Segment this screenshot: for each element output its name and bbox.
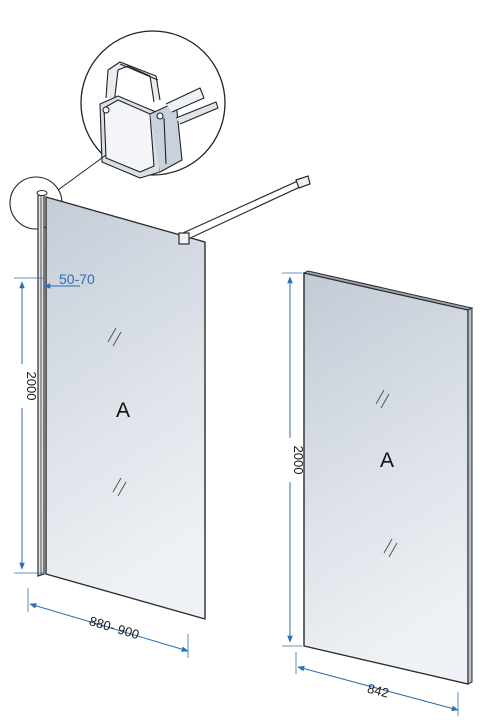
panel-right-label: A [380,449,394,472]
bar-clamp [178,232,190,245]
left-glass [45,196,206,620]
callout-leader-line [57,154,107,191]
right-width-dimension: 842 [295,652,459,716]
right-width-label: 842 [366,681,391,701]
left-width-label: 880- 900 [88,613,141,642]
right-glass-reflection-bottom [383,538,398,558]
left-height-label: 2000 [24,372,39,401]
left-glass-reflection-top [107,327,122,347]
profile-section [99,61,219,179]
right-glass [303,272,469,685]
profile-top-cap [36,190,48,196]
left-glass-reflection-bottom [112,477,127,497]
panel-right: A 2000 842 [280,270,474,716]
offset-label: 50-70 [59,271,95,287]
right-height-label: 2000 [291,446,306,475]
right-glass-reflection-top [375,389,390,409]
left-height-dimension: 2000 [12,277,44,574]
right-height-dimension: 2000 [280,272,306,647]
profile-detail-callout [9,30,226,230]
panel-left: A 2000 50-70 880- 900 [12,175,311,658]
offset-dimension: 50-70 [43,271,95,289]
support-bar [178,175,311,245]
panel-left-label: A [116,399,130,422]
